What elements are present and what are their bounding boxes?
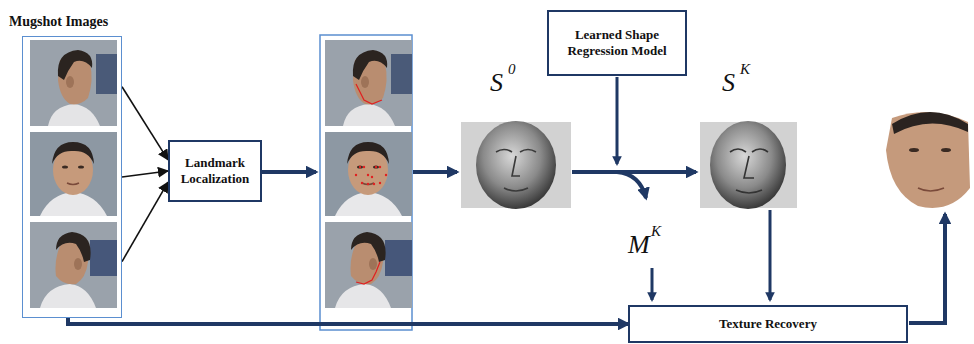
shape-symbol: S <box>490 70 503 96</box>
flow-arrow <box>122 171 168 177</box>
box-label: Learned Shape Regression Model <box>555 27 679 60</box>
group-heading: Mugshot Images <box>9 13 108 31</box>
process-box: Texture Recovery <box>628 305 908 343</box>
box-label: Texture Recovery <box>719 316 817 332</box>
matrix-symbol: M <box>628 232 650 258</box>
process-box: Landmark Localization <box>168 140 262 202</box>
box-label: Landmark Localization <box>176 155 254 188</box>
superscript: 0 <box>508 62 516 77</box>
shape-symbol: S <box>722 70 735 96</box>
model-box: Learned Shape Regression Model <box>547 10 687 76</box>
flow-arrow <box>122 87 168 160</box>
flow-arrow <box>122 182 168 261</box>
image-group: Mugshot Images <box>22 36 122 318</box>
superscript: K <box>651 224 661 239</box>
flow-arrow <box>68 318 628 324</box>
superscript: K <box>740 62 750 77</box>
